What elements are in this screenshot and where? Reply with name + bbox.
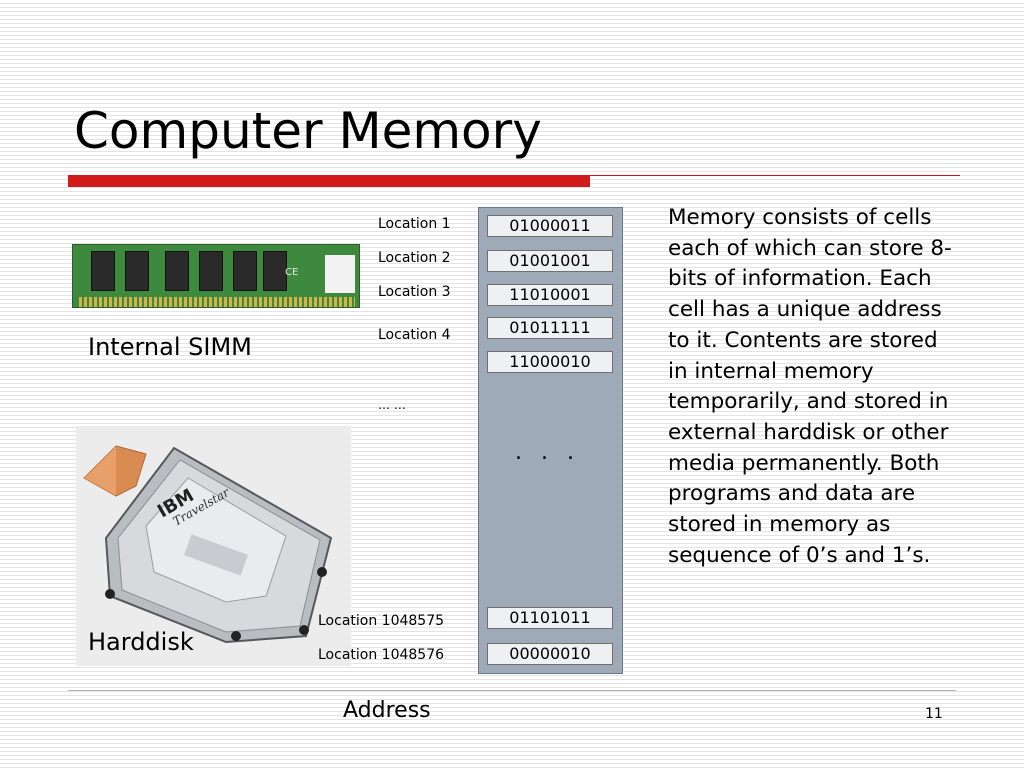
location-label: Location 4 bbox=[378, 327, 451, 343]
simm-module-image: CE bbox=[70, 236, 362, 312]
location-ellipsis: … … bbox=[378, 398, 406, 412]
memory-continuation-dots: . . . bbox=[515, 440, 580, 465]
memory-cell: 01101011 bbox=[487, 607, 613, 629]
location-label: Location 2 bbox=[378, 250, 451, 266]
address-axis-label: Address bbox=[343, 698, 431, 723]
title-rule bbox=[590, 175, 960, 176]
footer-rule bbox=[68, 690, 956, 691]
memory-cell: 01001001 bbox=[487, 250, 613, 272]
page-number: 11 bbox=[925, 706, 943, 722]
location-label: Location 1048575 bbox=[318, 613, 445, 629]
memory-cell: 11010001 bbox=[487, 284, 613, 306]
location-label: Location 1 bbox=[378, 216, 451, 232]
description-text: Memory consists of cells each of which c… bbox=[668, 205, 952, 568]
harddisk-image: IBM Travelstar bbox=[76, 426, 351, 666]
title-accent-bar bbox=[68, 175, 590, 187]
slide-title: Computer Memory bbox=[74, 102, 542, 160]
harddisk-caption: Harddisk bbox=[88, 628, 194, 656]
location-label: Location 1048576 bbox=[318, 647, 445, 663]
memory-cell: 00000010 bbox=[487, 643, 613, 665]
simm-caption: Internal SIMM bbox=[88, 333, 252, 361]
location-label: Location 3 bbox=[378, 284, 451, 300]
memory-cell: 11000010 bbox=[487, 351, 613, 373]
memory-cell: 01000011 bbox=[487, 215, 613, 237]
memory-cell: 01011111 bbox=[487, 317, 613, 339]
